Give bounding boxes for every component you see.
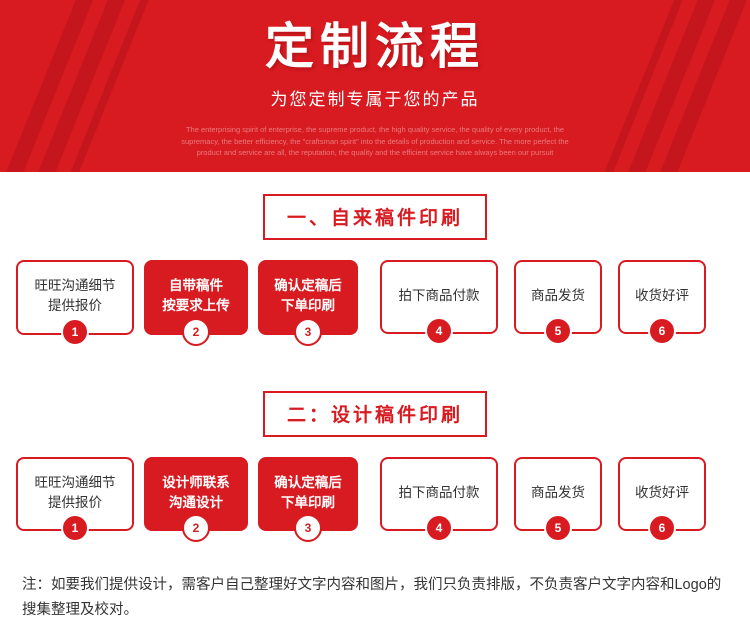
step-label-line1: 设计师联系: [162, 474, 230, 490]
step-2-4[interactable]: 拍下商品付款 4: [380, 456, 498, 542]
step-2-3[interactable]: 确认定稿后 下单印刷 3: [258, 456, 358, 542]
step-label-line1: 自带稿件: [169, 278, 223, 293]
step-label-line1: 旺旺沟通细节: [34, 278, 116, 293]
step-badge: 3: [294, 317, 322, 346]
step-1-6[interactable]: 收货好评 6: [618, 260, 706, 346]
section-title-1: 一、自来稿件印刷: [262, 194, 487, 240]
step-1-1[interactable]: 旺旺沟通细节 提供报价 1: [16, 260, 134, 346]
step-2-5[interactable]: 商品发货 5: [514, 456, 602, 542]
section-self-supplied-artwork: 一、自来稿件印刷 旺旺沟通细节 提供报价 1 自带稿件 按要求上传 2 确认定稿…: [0, 194, 750, 346]
step-list-1: 旺旺沟通细节 提供报价 1 自带稿件 按要求上传 2 确认定稿后 下单印刷 3 …: [0, 260, 750, 346]
step-badge: 6: [648, 513, 676, 542]
step-badge: 3: [294, 514, 322, 542]
step-label-line1: 拍下商品付款: [398, 484, 480, 500]
step-label-line2: 下单印刷: [281, 494, 335, 510]
step-label-line2: 沟通设计: [169, 494, 223, 510]
step-2-2[interactable]: 设计师联系 沟通设计 2: [144, 456, 248, 542]
step-label-line1: 收货好评: [635, 484, 689, 500]
section-title-2: 二：设计稿件印刷: [262, 390, 487, 437]
step-badge: 1: [61, 514, 89, 542]
step-badge: 2: [182, 514, 210, 542]
step-badge: 4: [425, 317, 453, 346]
page-title: 定制流程: [264, 20, 485, 74]
step-label-line1: 确认定稿后: [274, 474, 342, 490]
step-label-line1: 确认定稿后: [274, 278, 342, 293]
section-designed-artwork: 二：设计稿件印刷 旺旺沟通细节 提供报价 1 设计师联系 沟通设计 2 确认定稿…: [0, 390, 750, 542]
step-1-3[interactable]: 确认定稿后 下单印刷 3: [258, 260, 358, 346]
step-label-line1: 拍下商品付款: [398, 288, 480, 303]
step-2-6[interactable]: 收货好评 6: [618, 456, 706, 542]
header-english-text: The enterprising spirit of enterprise, t…: [181, 125, 569, 157]
step-label-line2: 下单印刷: [281, 298, 335, 314]
step-label-line1: 商品发货: [531, 288, 585, 303]
step-badge: 2: [182, 317, 210, 346]
step-label-line2: 提供报价: [48, 494, 102, 510]
step-badge: 4: [425, 513, 453, 542]
step-1-2[interactable]: 自带稿件 按要求上传 2: [144, 260, 248, 346]
step-label-line1: 旺旺沟通细节: [34, 474, 116, 490]
step-2-1[interactable]: 旺旺沟通细节 提供报价 1: [16, 456, 134, 542]
page-subtitle: 为您定制专属于您的产品: [270, 90, 480, 110]
step-badge: 6: [648, 317, 676, 346]
step-label-line1: 商品发货: [531, 484, 585, 500]
step-badge: 5: [544, 513, 572, 542]
step-label-line1: 收货好评: [635, 288, 689, 303]
step-badge: 1: [61, 317, 89, 346]
step-list-2: 旺旺沟通细节 提供报价 1 设计师联系 沟通设计 2 确认定稿后 下单印刷 3 …: [0, 456, 750, 542]
step-1-4[interactable]: 拍下商品付款 4: [380, 260, 498, 346]
step-label-line2: 提供报价: [48, 298, 102, 314]
step-1-5[interactable]: 商品发货 5: [514, 260, 602, 346]
step-label-line2: 按要求上传: [162, 298, 230, 314]
footer-note: 注：如要我们提供设计，需客户自己整理好文字内容和图片，我们只负责排版，不负责客户…: [22, 577, 722, 619]
page-header: 定制流程 为您定制专属于您的产品 The enterprising spirit…: [0, 0, 750, 172]
step-badge: 5: [544, 317, 572, 346]
